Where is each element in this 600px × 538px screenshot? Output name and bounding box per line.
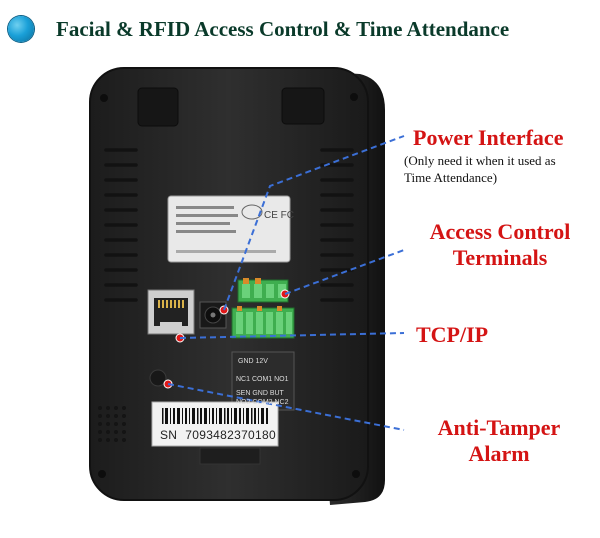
screw-hole [98,470,106,478]
terminal-label-plate [231,351,295,411]
vent-right [320,148,354,302]
anti-tamper-label-line2: Alarm [468,441,530,466]
power-jack [199,301,227,329]
power-note-line-2: Time Attendance) [404,170,498,185]
terminal-label-row4: NO2 COM2 NC2 [236,399,289,406]
svg-text:CE FC: CE FC [264,210,294,221]
power-interface-label: Power Interface [413,125,564,150]
tcp-ip-label: TCP/IP [416,322,489,347]
anti-tamper-label: Anti-Tamper [437,415,561,440]
terminal-label-row1: GND 12V [238,358,268,365]
vent-left [104,148,138,302]
globe-bullet-icon [8,16,34,42]
screw-hole [350,93,358,101]
mount-tab-left [137,87,179,127]
access-control-label: Access Control [429,219,571,244]
terminal-label-row3: SEN GND BUT [236,390,284,397]
terminal-label-row2: NC1 COM1 NO1 [236,376,289,383]
bottom-notch [199,447,261,465]
power-note-line-1: (Only need it when it used as [404,153,556,168]
serial-number: SN 7093482370180 [160,428,276,442]
page-title: Facial & RFID Access Control & Time Atte… [56,17,510,41]
terminal-block-top [237,278,289,303]
barcode-sticker [151,401,279,447]
screw-hole [100,94,108,102]
product-label: CE FC [167,195,294,263]
leader-lines [167,135,405,431]
terminal-block-bottom [231,306,295,339]
ethernet-port [147,289,195,335]
screw-hole [352,470,360,478]
serial-value: 7093482370180 [185,428,276,442]
access-control-label-line2: Terminals [452,245,548,270]
serial-prefix: SN [160,428,178,442]
power-interface-note: (Only need it when it used as Time Atten… [404,152,594,186]
header: Facial & RFID Access Control & Time Atte… [8,12,592,48]
tamper-switch [149,369,167,387]
speaker-grille [98,406,126,442]
mount-tab-right [281,87,325,125]
